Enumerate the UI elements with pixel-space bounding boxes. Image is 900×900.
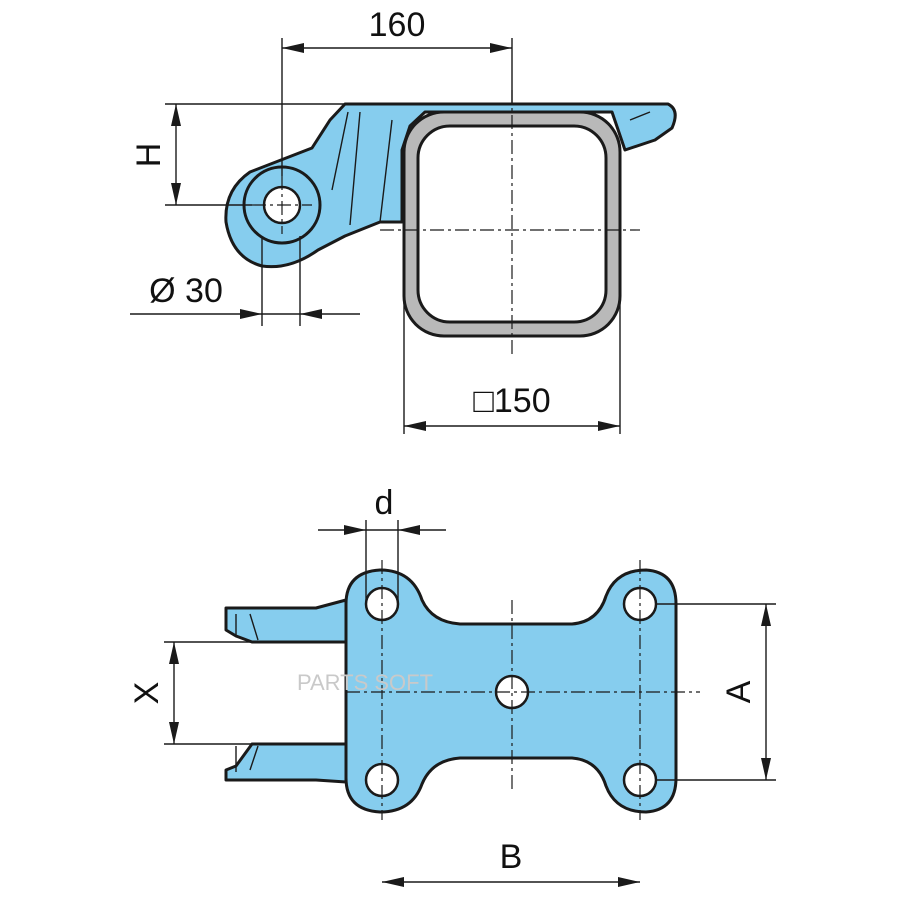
dim-a-arrow-bottom bbox=[761, 758, 771, 780]
dim-160-arrow-left bbox=[282, 43, 304, 53]
watermark: PARTS SOFT bbox=[297, 670, 433, 695]
dim-d30-label: Ø 30 bbox=[149, 272, 223, 310]
clevis-lug-bottom bbox=[224, 742, 348, 784]
clevis-lug-top bbox=[224, 598, 348, 644]
dim-d-arrow-right bbox=[398, 525, 420, 535]
dim-h-label: H bbox=[130, 143, 168, 168]
dim-a-label: A bbox=[720, 680, 758, 703]
bracket-detail-lines bbox=[331, 111, 651, 226]
dim-150-arrow-left bbox=[404, 421, 426, 431]
dim-d-label: d bbox=[375, 484, 394, 522]
dim-d-arrow-left bbox=[344, 525, 366, 535]
dim-b-arrow-left bbox=[382, 877, 404, 887]
dim-d30-arrow-left bbox=[240, 309, 262, 319]
side-view: 160 H Ø 30 □150 bbox=[130, 6, 677, 434]
dim-x-label: X bbox=[128, 682, 166, 705]
dim-b-label: B bbox=[500, 838, 523, 876]
dim-d30-arrow-right bbox=[300, 309, 322, 319]
dim-h-arrow-top bbox=[171, 104, 181, 126]
dim-a-arrow-top bbox=[761, 604, 771, 626]
clevis-detail-lines bbox=[235, 613, 259, 772]
dim-150-arrow-right bbox=[598, 421, 620, 431]
plan-view: d X A B bbox=[128, 484, 776, 887]
dim-x-arrow-bottom bbox=[169, 722, 179, 744]
dim-160-arrow-right bbox=[490, 43, 512, 53]
dim-b-arrow-right bbox=[618, 877, 640, 887]
dim-h-arrow-bottom bbox=[171, 183, 181, 205]
dim-160-label: 160 bbox=[369, 6, 426, 44]
dim-x-arrow-top bbox=[169, 642, 179, 664]
bracket-side-body bbox=[224, 102, 677, 269]
dim-150-label: □150 bbox=[473, 382, 550, 420]
